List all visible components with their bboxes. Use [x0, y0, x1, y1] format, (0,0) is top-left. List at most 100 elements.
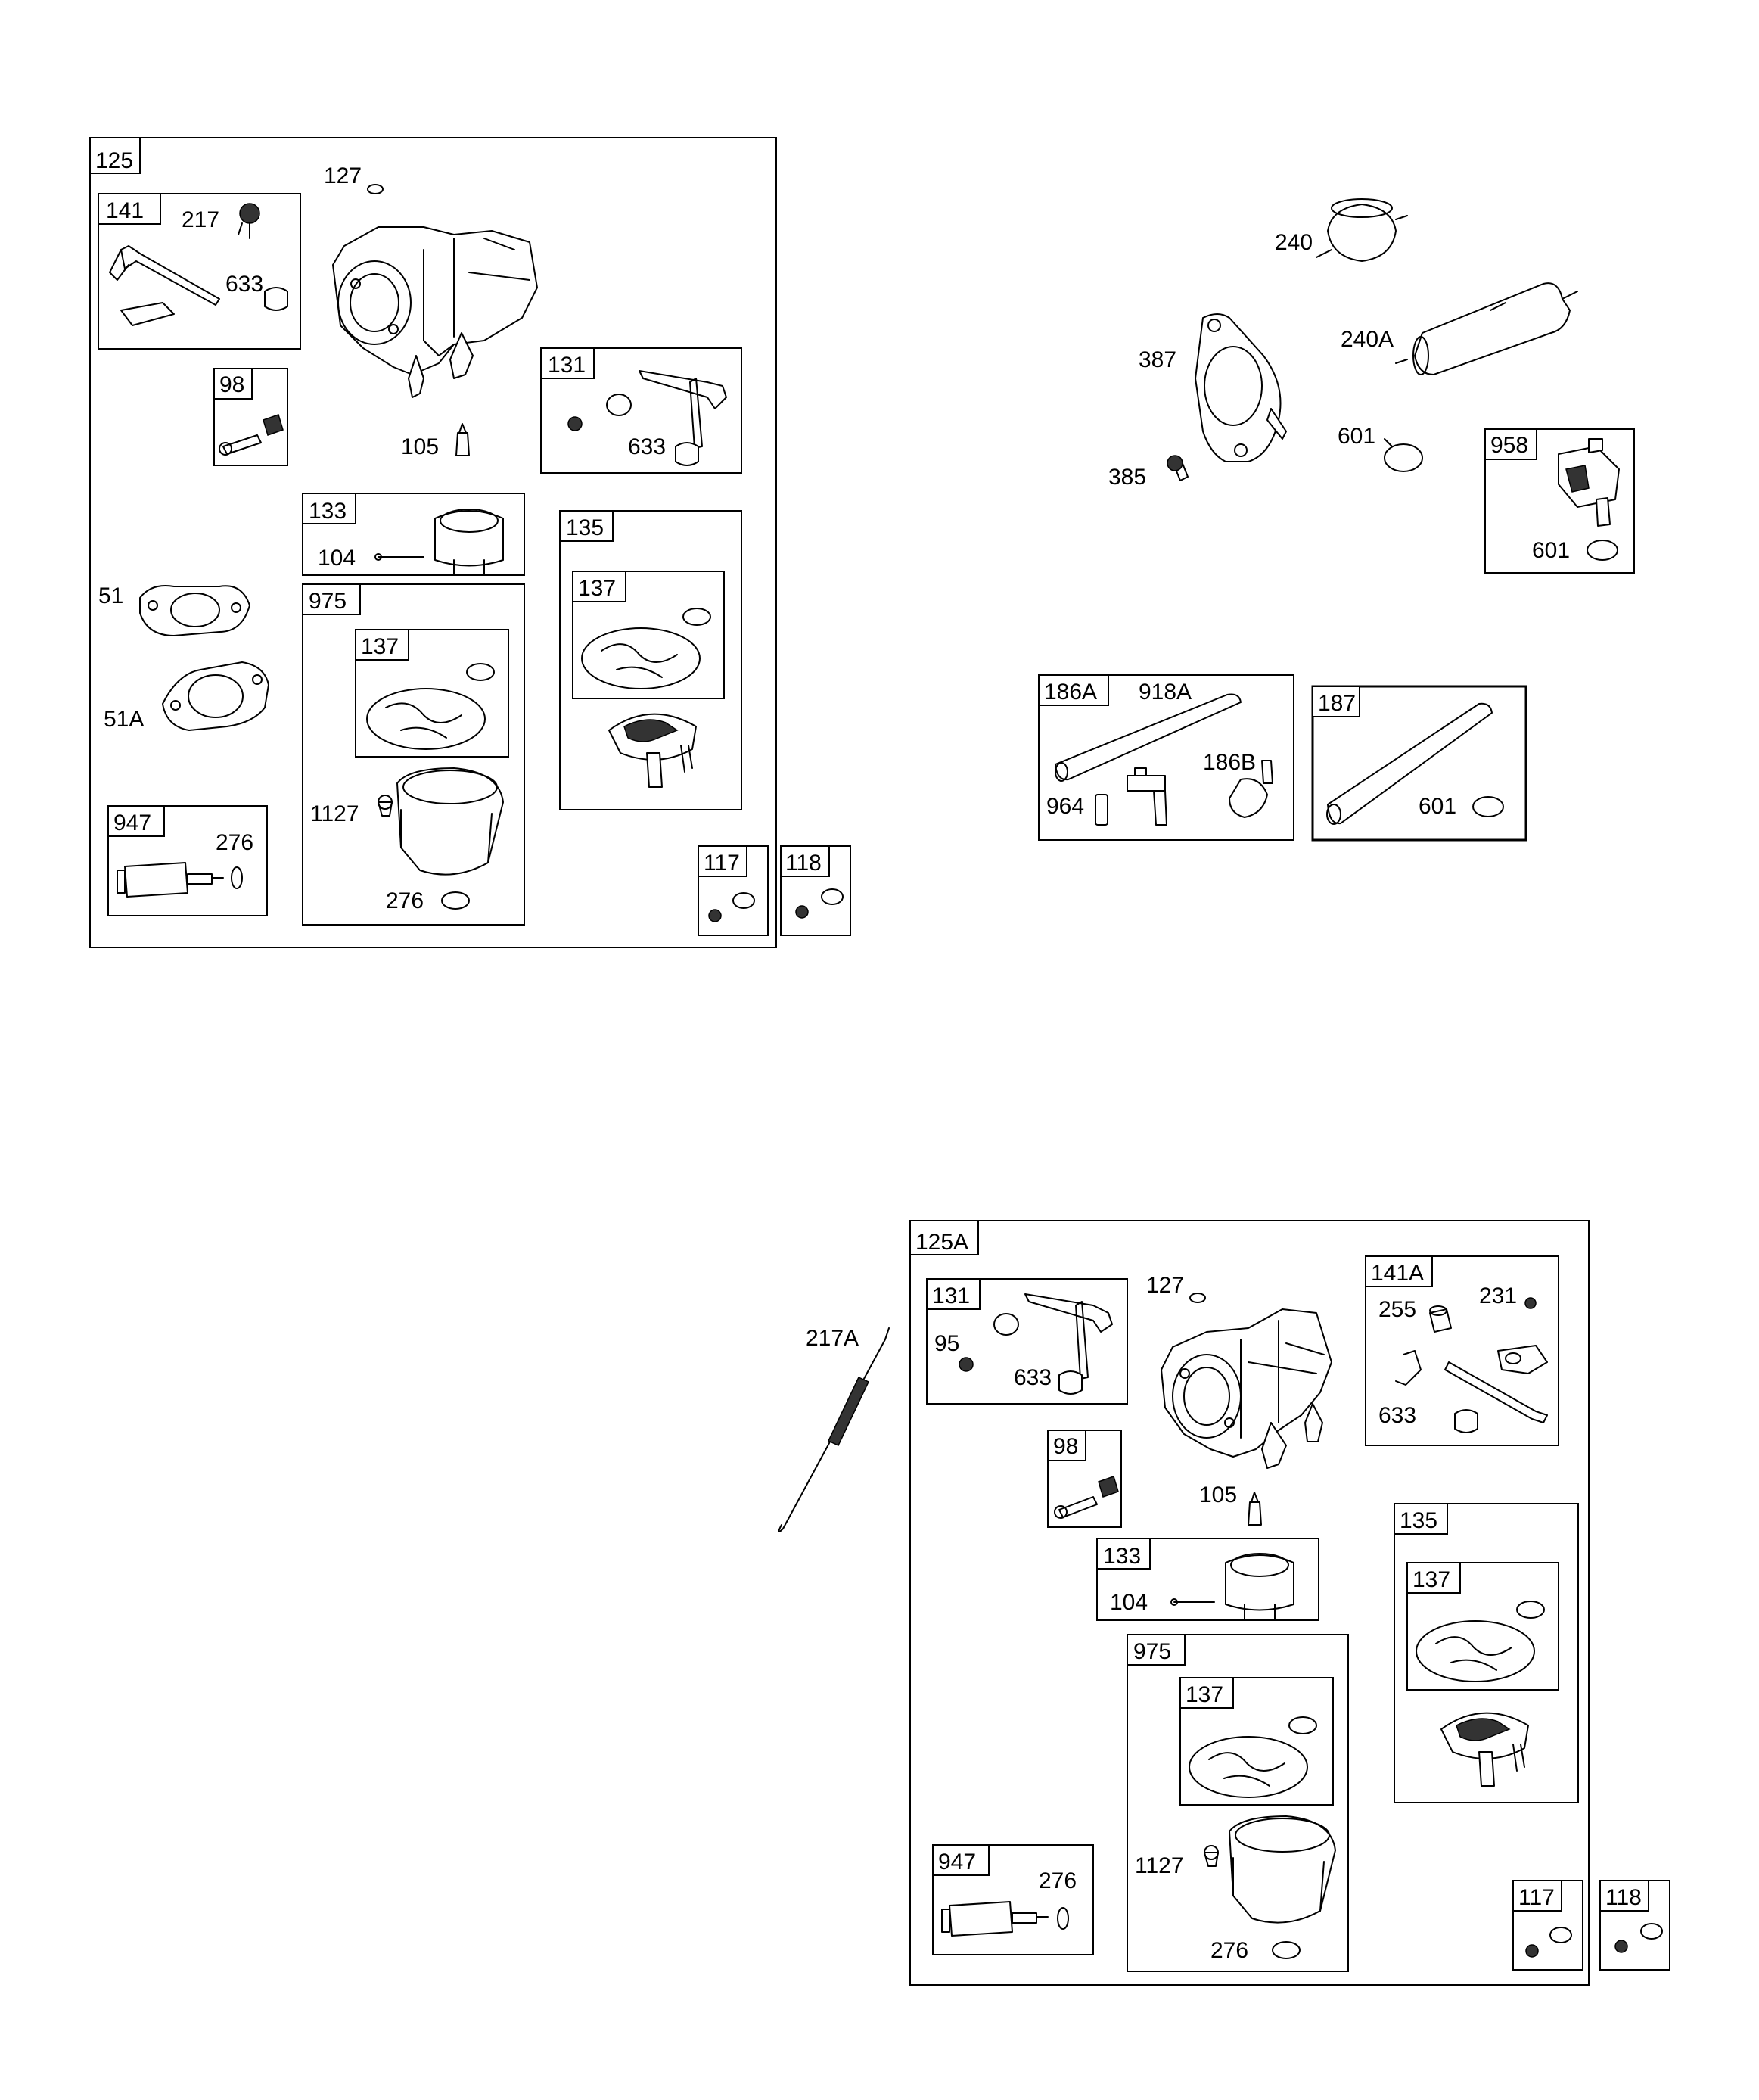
part-label-918A: 918A — [1139, 680, 1192, 705]
part-label-633-c: 633 — [1014, 1365, 1052, 1390]
fuel-filter-240A-shape — [1395, 282, 1578, 375]
carburetor-body-shape — [332, 226, 538, 398]
washer-118-b-shape — [1640, 1923, 1663, 1940]
solenoid-947-b-shape — [949, 1901, 1013, 1937]
clamp-601-c-shape — [1472, 796, 1504, 817]
gasket-137-b-shape — [366, 688, 486, 750]
part-label-964: 964 — [1046, 794, 1084, 819]
throttle-shaft-b-shape — [1444, 1361, 1548, 1423]
spring-98-b-shape — [1098, 1476, 1119, 1498]
screw-95-shape — [959, 1357, 974, 1372]
washer-117-shape — [732, 892, 755, 909]
fuel-line-918A-shape — [1055, 693, 1242, 781]
group-label-137-c: 137 — [1412, 1567, 1450, 1592]
clamp-601-a-shape — [1384, 443, 1423, 472]
shutoff-valve-958-shape — [1558, 438, 1620, 527]
group-label-141: 141 — [106, 198, 144, 223]
group-label-98: 98 — [219, 372, 244, 397]
part-label-105: 105 — [401, 434, 439, 459]
part-label-276-d: 276 — [1210, 1938, 1248, 1963]
fuel-pump-387-shape — [1195, 313, 1287, 462]
part-label-127-b: 127 — [1146, 1273, 1184, 1298]
o-ring-276-c-shape — [1057, 1907, 1069, 1930]
clamp-601-b-shape — [1587, 540, 1618, 561]
fuel-filter-240-shape — [1316, 198, 1408, 262]
group-label-125: 125 — [95, 148, 133, 173]
float-bowl-shape — [396, 767, 504, 876]
needle-105-shape — [455, 432, 470, 456]
gasket-51A-shape — [162, 661, 269, 731]
fuel-line-187-shape — [1327, 702, 1493, 825]
part-label-387: 387 — [1139, 347, 1176, 372]
screw-131-shape — [567, 416, 583, 431]
gasket-137-a-shape — [581, 627, 701, 689]
part-label-51: 51 — [98, 583, 123, 608]
screw-117-b-shape — [1525, 1944, 1539, 1958]
part-label-1127-b: 1127 — [1135, 1853, 1184, 1878]
plug-964-shape — [1095, 794, 1108, 826]
fitting-186B-shape — [1229, 760, 1273, 818]
screw-118-shape — [795, 905, 809, 919]
float-bowl-b-shape — [1229, 1815, 1336, 1924]
gasket-51-shape — [139, 585, 250, 636]
group-label-975: 975 — [309, 589, 347, 614]
part-label-1127: 1127 — [310, 801, 359, 826]
bushing-633-d-shape — [1454, 1409, 1478, 1433]
part-label-127: 127 — [324, 163, 362, 188]
choke-shaft-b-shape — [1024, 1293, 1113, 1333]
gasket-137-c-shape — [1416, 1620, 1535, 1682]
part-label-385: 385 — [1108, 465, 1146, 490]
washer-137-c-shape — [1516, 1601, 1545, 1619]
plate-141A-shape — [1497, 1345, 1548, 1374]
assembly-125A: 125A 131 95 633 127 141A 255 — [909, 1220, 1590, 1986]
part-label-276-b: 276 — [386, 888, 424, 913]
part-label-217A: 217A — [806, 1326, 859, 1351]
part-label-633-a: 633 — [225, 272, 263, 297]
washer-276-d-shape — [1272, 1941, 1301, 1959]
float-133-b-shape — [1225, 1554, 1294, 1611]
needle-105-b-shape — [1248, 1501, 1262, 1526]
group-label-125A: 125A — [915, 1230, 968, 1255]
solenoid-947-shape — [124, 862, 188, 898]
group-label-947: 947 — [113, 810, 151, 835]
group-label-137-b: 137 — [361, 634, 399, 659]
choke-plate-shape — [606, 394, 632, 416]
part-label-276-a: 276 — [216, 830, 253, 855]
washer-118-shape — [821, 888, 844, 905]
choke-plate-b-shape — [993, 1313, 1019, 1336]
bushing-633-shape — [264, 287, 288, 311]
washer-276-b-shape — [441, 891, 470, 910]
fitting-shape — [1127, 767, 1167, 826]
group-label-186A: 186A — [1044, 680, 1097, 705]
group-label-137-d: 137 — [1186, 1682, 1223, 1707]
part-label-217: 217 — [182, 207, 219, 232]
group-label-117-b: 117 — [1518, 1885, 1555, 1910]
throttle-shaft-shape — [120, 245, 220, 306]
part-label-105-b: 105 — [1199, 1482, 1237, 1507]
group-label-98-b: 98 — [1053, 1434, 1078, 1459]
part-label-186B: 186B — [1203, 750, 1256, 775]
float-133-shape — [434, 510, 504, 567]
part-label-104: 104 — [318, 546, 356, 571]
part-label-276-c: 276 — [1039, 1868, 1077, 1893]
fuel-system-parts: 240 240A 387 385 601 958 — [1038, 198, 1635, 842]
part-label-255: 255 — [1378, 1297, 1416, 1322]
group-label-135: 135 — [566, 515, 604, 540]
part-label-95: 95 — [934, 1331, 959, 1356]
screw-98-b-shape — [1058, 1496, 1098, 1518]
group-label-118: 118 — [785, 851, 822, 876]
spring-217-shape — [239, 203, 260, 224]
group-label-131-b: 131 — [932, 1283, 970, 1308]
lever-141A-shape — [1395, 1350, 1422, 1386]
choke-shaft-shape — [639, 370, 727, 409]
group-label-133-b: 133 — [1103, 1544, 1141, 1569]
group-118-b: 118 — [1599, 1880, 1670, 1971]
group-label-141A: 141A — [1371, 1261, 1424, 1286]
screw-231-shape — [1524, 1297, 1537, 1309]
group-label-137-a: 137 — [578, 576, 616, 601]
part-label-633-d: 633 — [1378, 1403, 1416, 1428]
group-label-131: 131 — [548, 353, 586, 378]
bushing-633-c-shape — [1058, 1370, 1083, 1395]
assembly-125: 125 127 141 217 633 98 — [89, 137, 777, 948]
